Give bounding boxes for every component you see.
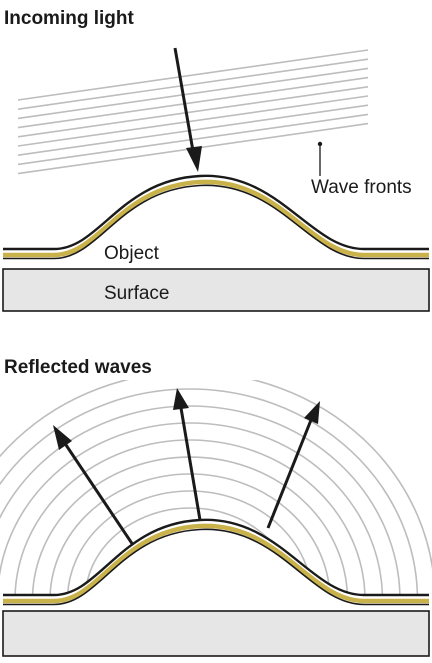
reflected-wave-arc [0, 422, 384, 595]
wave-front-line [17, 86, 369, 138]
reflected-wave-arc [66, 490, 314, 595]
wave-fronts-leader-dot [317, 141, 323, 147]
surface-block-bottom [2, 610, 430, 657]
reflected-wave-arc [0, 405, 401, 595]
reflected-arrow-center [173, 388, 202, 521]
object-label: Object [104, 243, 160, 264]
reflected-wave-arcs [0, 380, 432, 595]
reflected-wave-arc [49, 473, 331, 595]
reflected-wave-arc [14, 439, 366, 595]
surface-block [2, 268, 430, 312]
wave-front-line [17, 49, 369, 101]
wave-front-line [17, 95, 369, 147]
surface-label: Surface [104, 283, 169, 304]
reflected-arrow-right [266, 401, 320, 529]
wave-front-line [17, 113, 369, 166]
object-coating [3, 174, 429, 260]
reflected-waves-panel: Reflected waves [0, 357, 432, 657]
wave-front-line [17, 58, 369, 110]
reflected-arrow-left [53, 425, 135, 546]
reflected-wave-arc [0, 380, 432, 595]
wave-front-line [17, 67, 369, 120]
wave-fronts-label: Wave fronts [311, 177, 412, 198]
reflected-waves-heading: Reflected waves [4, 357, 152, 378]
incoming-light-arrow [173, 47, 202, 172]
wave-front-line [17, 104, 369, 156]
incoming-light-panel: Incoming light Wave fronts Surface Objec… [2, 8, 430, 312]
incoming-light-heading: Incoming light [4, 8, 134, 29]
wave-front-line [17, 76, 369, 129]
reflected-wave-arc [0, 388, 419, 595]
